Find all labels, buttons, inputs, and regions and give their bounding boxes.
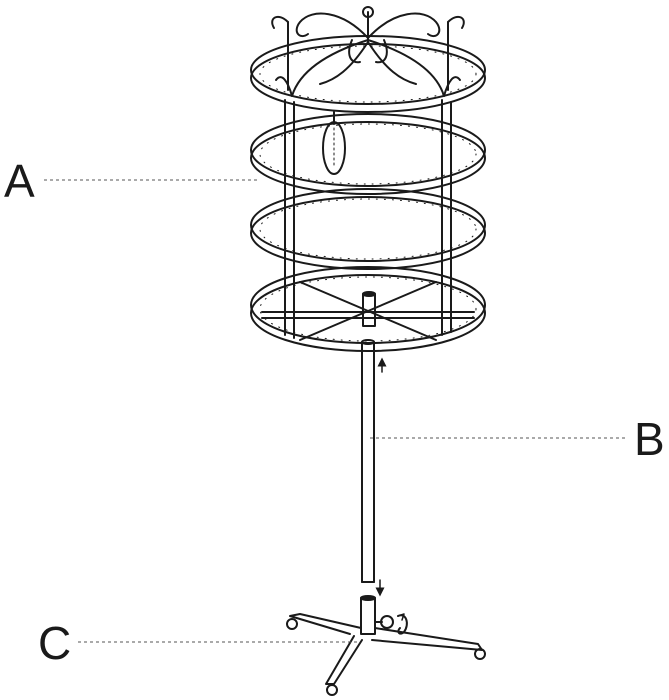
rotate-icon xyxy=(397,613,408,635)
callout-label-c: C xyxy=(38,617,72,669)
tripod-base xyxy=(286,595,486,696)
hang-tag xyxy=(322,111,346,175)
tier-ring-1 xyxy=(250,35,486,113)
center-hub xyxy=(362,291,376,327)
arrow-icon xyxy=(375,357,387,597)
thumb-screw xyxy=(374,615,394,629)
callout-label-a: A xyxy=(4,155,35,207)
scroll-crown xyxy=(271,6,465,97)
support-posts xyxy=(284,99,452,339)
tier-ring-4 xyxy=(250,266,486,352)
callout-label-b: B xyxy=(634,413,665,465)
tier-ring-2 xyxy=(250,113,486,195)
tier-ring-3 xyxy=(250,188,486,270)
center-pole xyxy=(361,339,375,583)
